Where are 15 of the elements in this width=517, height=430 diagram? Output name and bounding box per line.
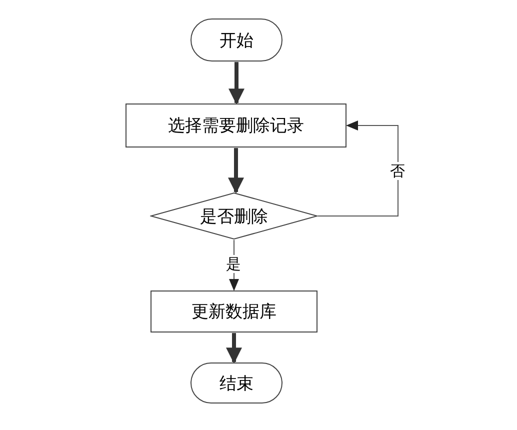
node-label: 开始 [220,30,254,52]
decision-diamond [150,192,318,240]
edge-label: 是 [224,255,243,273]
edge-label: 否 [388,162,407,180]
process-box [150,290,318,333]
terminal-shape [190,18,283,62]
terminal-shape [190,362,283,404]
node-label: 选择需要删除记录 [168,115,304,137]
node-label: 结束 [220,372,254,394]
node-label: 更新数据库 [192,301,276,323]
arrow [228,62,244,105]
process-box [125,103,347,148]
arrow [228,148,244,194]
node-label: 是否删除 [200,206,268,228]
arrow [318,120,398,216]
